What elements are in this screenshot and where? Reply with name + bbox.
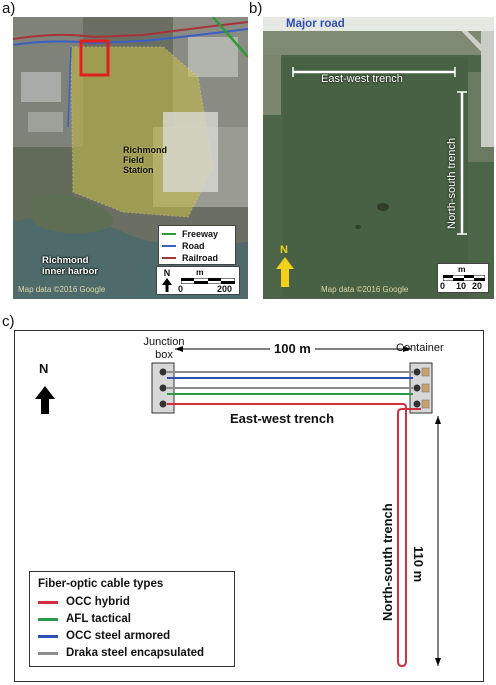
map-credit-a: Map data ©2016 Google: [18, 285, 106, 294]
legend-item-afl-tactical: AFL tactical: [38, 611, 226, 628]
ns-trench-label: North-south trench: [446, 137, 458, 229]
major-road-strip: [263, 17, 494, 31]
railroad-swatch: [162, 257, 176, 259]
scale-unit-a: m: [196, 267, 204, 277]
freeway-swatch: [162, 233, 176, 235]
draka-swatch: [38, 652, 58, 655]
scale-tick-20-b: 20: [472, 281, 483, 291]
legend-item-draka: Draka steel encapsulated: [38, 645, 226, 662]
junction-box-label: Junction box: [143, 336, 185, 361]
container-label: Container: [396, 342, 444, 354]
legend-item-occ-steel: OCC steel armored: [38, 628, 226, 645]
scale-bar-b: [443, 275, 485, 281]
distance-ns-label: 110 m: [408, 546, 429, 583]
cable-occ-hybrid: [167, 403, 421, 668]
north-label-b: N: [280, 244, 288, 256]
north-arrow-icon: [162, 278, 172, 292]
scale-unit-b: m: [458, 264, 466, 274]
harbor-label: Richmond inner harbor: [42, 255, 98, 277]
ew-trench-label-c: East-west trench: [230, 411, 335, 426]
scale-box-b: m 0 10 20: [437, 263, 489, 293]
legend-item-road: Road: [162, 240, 232, 252]
satellite-map-a: Richmond Field Station Richmond inner ha…: [13, 17, 248, 299]
scale-tick-0-a: 0: [178, 284, 184, 294]
panel-b-letter: b): [249, 0, 263, 17]
road-swatch: [162, 245, 176, 247]
major-road-label: Major road: [286, 18, 345, 30]
afl-tactical-swatch: [38, 618, 58, 621]
north-arrow-b-icon: [276, 257, 294, 287]
map-credit-b: Map data ©2016 Google: [321, 285, 409, 294]
scale-tick-200-a: 200: [217, 284, 233, 294]
occ-hybrid-swatch: [38, 601, 58, 604]
distance-ew-label: 100 m: [270, 341, 315, 356]
scale-box-a: N m 0 200: [156, 266, 240, 295]
legend-item-freeway: Freeway: [162, 228, 232, 240]
road-legend: Freeway Road Railroad: [158, 225, 236, 265]
ew-trench-label: East-west trench: [321, 73, 403, 85]
scale-bar-a: [181, 278, 235, 284]
north-arrow-a: N: [161, 269, 173, 297]
cable-layout-diagram: N Junction box Container 100 m East-west…: [14, 330, 484, 682]
north-arrow-c-icon: [35, 386, 55, 414]
site-label: Richmond Field Station: [123, 145, 167, 175]
cable-layout-svg: [35, 346, 441, 668]
cable-legend: Fiber-optic cable types OCC hybrid AFL t…: [29, 571, 235, 667]
panel-c-letter: c): [2, 313, 15, 330]
legend-item-occ-hybrid: OCC hybrid: [38, 594, 226, 611]
north-label-c: N: [39, 361, 49, 376]
scale-tick-10-b: 10: [456, 281, 467, 291]
panel-a-letter: a): [2, 0, 16, 17]
site-highlight-box: [79, 39, 110, 77]
occ-steel-swatch: [38, 635, 58, 638]
satellite-imagery-a: [13, 17, 248, 299]
ns-trench-label-c: North-south trench: [380, 503, 395, 621]
satellite-imagery-b: [263, 17, 494, 299]
legend-title: Fiber-optic cable types: [38, 578, 164, 590]
legend-item-railroad: Railroad: [162, 252, 232, 264]
satellite-map-b: Major road East-west trench North-south …: [263, 17, 494, 299]
scale-tick-0-b: 0: [440, 281, 446, 291]
